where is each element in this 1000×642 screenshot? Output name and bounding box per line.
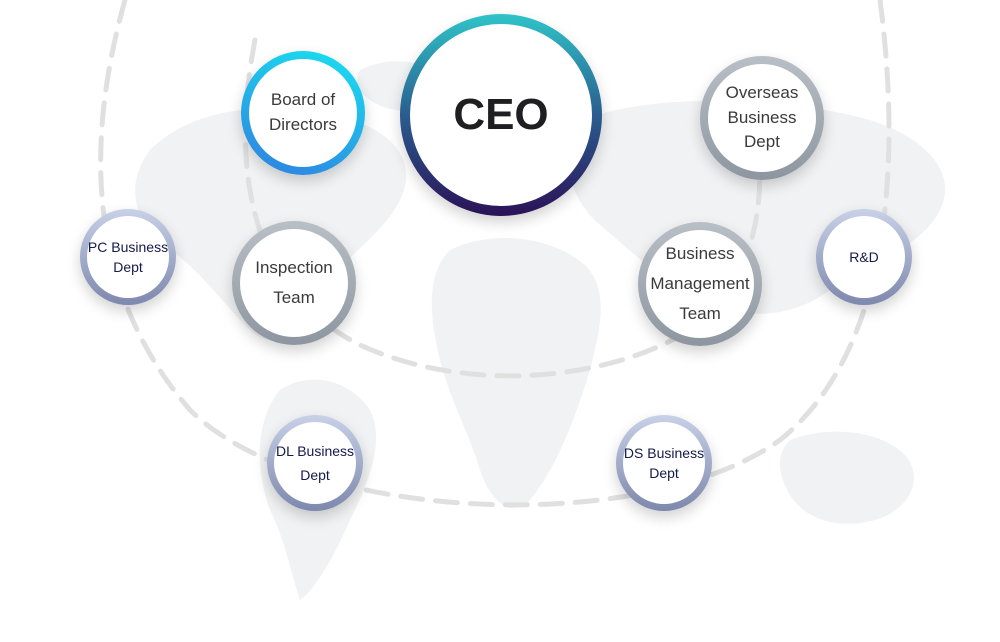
inner-dashed-arc — [242, 37, 763, 379]
board-of-directors-label: Board of Directors — [269, 88, 337, 137]
ds-business-dept-label-line-2: Dept — [649, 465, 679, 481]
rd-node-face: R&D — [823, 216, 905, 298]
dl-business-dept-label-line-1: DL Business — [275, 442, 355, 459]
business-management-team-label-line-1: Business — [665, 244, 735, 264]
ceo-node[interactable]: CEO — [400, 14, 602, 216]
ds-business-dept-node[interactable]: DS Business Dept — [616, 415, 712, 511]
map-australia — [779, 431, 914, 524]
dl-business-dept-node[interactable]: DL Business Dept — [267, 415, 363, 511]
map-africa — [431, 238, 601, 509]
overseas-business-dept-node-face: Overseas Business Dept — [708, 64, 816, 172]
inspection-team-node[interactable]: Inspection Team — [232, 221, 356, 345]
board-of-directors-label-line-1: Board of — [270, 90, 336, 110]
business-management-team-label-line-2: Management — [650, 274, 750, 294]
ds-business-dept-label-line-1: DS Business — [623, 444, 705, 461]
overseas-business-dept-label-line-2: Business Dept — [727, 107, 797, 152]
dl-business-dept-label: DL Business Dept — [276, 439, 354, 488]
business-management-team-label: Business Management Team — [650, 239, 749, 328]
pc-business-dept-node[interactable]: PC Business Dept — [80, 209, 176, 305]
inspection-team-label-line-1: Inspection — [255, 258, 333, 278]
outer-dashed-arc — [98, 0, 892, 508]
business-management-team-node[interactable]: Business Management Team — [638, 222, 762, 346]
business-management-team-label-line-3: Team — [679, 303, 721, 323]
ds-business-dept-node-face: DS Business Dept — [623, 422, 705, 504]
dl-business-dept-node-face: DL Business Dept — [274, 422, 356, 504]
ceo-node-face: CEO — [410, 24, 592, 206]
pc-business-dept-node-face: PC Business Dept — [87, 216, 169, 298]
overseas-business-dept-node[interactable]: Overseas Business Dept — [700, 56, 824, 180]
overseas-business-dept-label-line-1: Overseas — [725, 83, 799, 103]
ds-business-dept-label: DS Business Dept — [624, 443, 704, 484]
board-of-directors-node-face: Board of Directors — [249, 59, 357, 167]
inspection-team-node-face: Inspection Team — [240, 229, 348, 337]
business-management-team-node-face: Business Management Team — [646, 230, 754, 338]
rd-label: R&D — [849, 248, 879, 265]
ceo-label: CEO — [453, 90, 549, 140]
inspection-team-label: Inspection Team — [255, 253, 333, 313]
inspection-team-label-line-2: Team — [273, 288, 315, 307]
overseas-business-dept-label: Overseas Business Dept — [708, 81, 816, 155]
board-of-directors-label-line-2: Directors — [268, 115, 337, 134]
pc-business-dept-label-line-2: Dept — [113, 259, 143, 275]
rd-node[interactable]: R&D — [816, 209, 912, 305]
dl-business-dept-label-line-2: Dept — [300, 467, 330, 483]
pc-business-dept-label: PC Business Dept — [88, 237, 168, 278]
pc-business-dept-label-line-1: PC Business — [87, 238, 169, 255]
board-of-directors-node[interactable]: Board of Directors — [241, 51, 365, 175]
